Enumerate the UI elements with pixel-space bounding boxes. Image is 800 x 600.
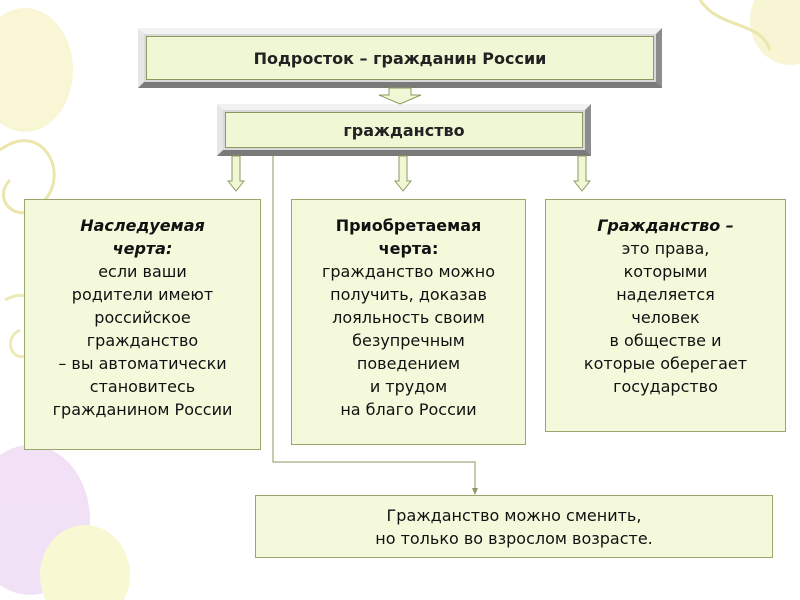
definition-body-line-5: в обществе и	[609, 331, 722, 350]
acquired-body-line-1: гражданство можно	[321, 262, 496, 281]
inherited-body-line-1: если ваши	[98, 262, 187, 281]
acquired-body-line-7: на благо России	[340, 400, 477, 419]
definition-body-line-2: которыми	[623, 262, 708, 281]
definition-heading: Гражданство –	[597, 216, 734, 235]
inherited-trait-box: Наследуемая черта: если ваши родители им…	[24, 199, 261, 450]
inherited-body-line-5: – вы автоматически	[58, 354, 227, 373]
acquired-body-line-5: поведением	[356, 354, 461, 373]
citizenship-definition-box: Гражданство – это права, которыми наделя…	[545, 199, 786, 432]
inherited-body-line-7: гражданином России	[52, 400, 233, 419]
inherited-body-line-4: гражданство	[86, 331, 199, 350]
balloon-decoration	[0, 8, 73, 132]
definition-body-line-4: человек	[631, 308, 700, 327]
definition-body-line-3: наделяется	[616, 285, 715, 304]
definition-body-line-7: государство	[613, 377, 718, 396]
acquired-trait-box: Приобретаемая черта: гражданство можно п…	[291, 199, 526, 445]
bottom-note-line-2: но только во взрослом возрасте.	[375, 529, 653, 548]
acquired-body-line-4: безупречным	[352, 331, 465, 350]
inherited-body-line-6: становитесь	[89, 377, 196, 396]
definition-body-line-6: которые оберегает	[583, 354, 748, 373]
inherited-body-line-3: российское	[94, 308, 191, 327]
subtitle-label: гражданство	[343, 120, 465, 140]
subtitle-box: гражданство	[217, 104, 591, 156]
inherited-body-line-2: родители имеют	[71, 285, 214, 304]
balloon-decoration	[750, 0, 800, 65]
bottom-note-box: Гражданство можно сменить, но только во …	[255, 495, 773, 558]
definition-body-line-1: это права,	[621, 239, 710, 258]
acquired-body-line-6: и трудом	[369, 377, 448, 396]
swirl-decoration	[698, 0, 772, 51]
acquired-body-line-2: получить, доказав	[330, 285, 487, 304]
acquired-heading-line-2: черта:	[378, 239, 439, 258]
page-title: Подросток – гражданин России	[253, 48, 547, 68]
bottom-note-line-1: Гражданство можно сменить,	[386, 506, 642, 525]
acquired-body-line-3: лояльность своим	[332, 308, 485, 327]
inherited-heading-line-2: черта:	[112, 239, 173, 258]
acquired-heading-line-1: Приобретаемая	[335, 216, 482, 235]
inherited-heading-line-1: Наследуемая	[80, 216, 205, 235]
balloon-decoration	[40, 525, 130, 600]
title-box: Подросток – гражданин России	[138, 28, 662, 88]
